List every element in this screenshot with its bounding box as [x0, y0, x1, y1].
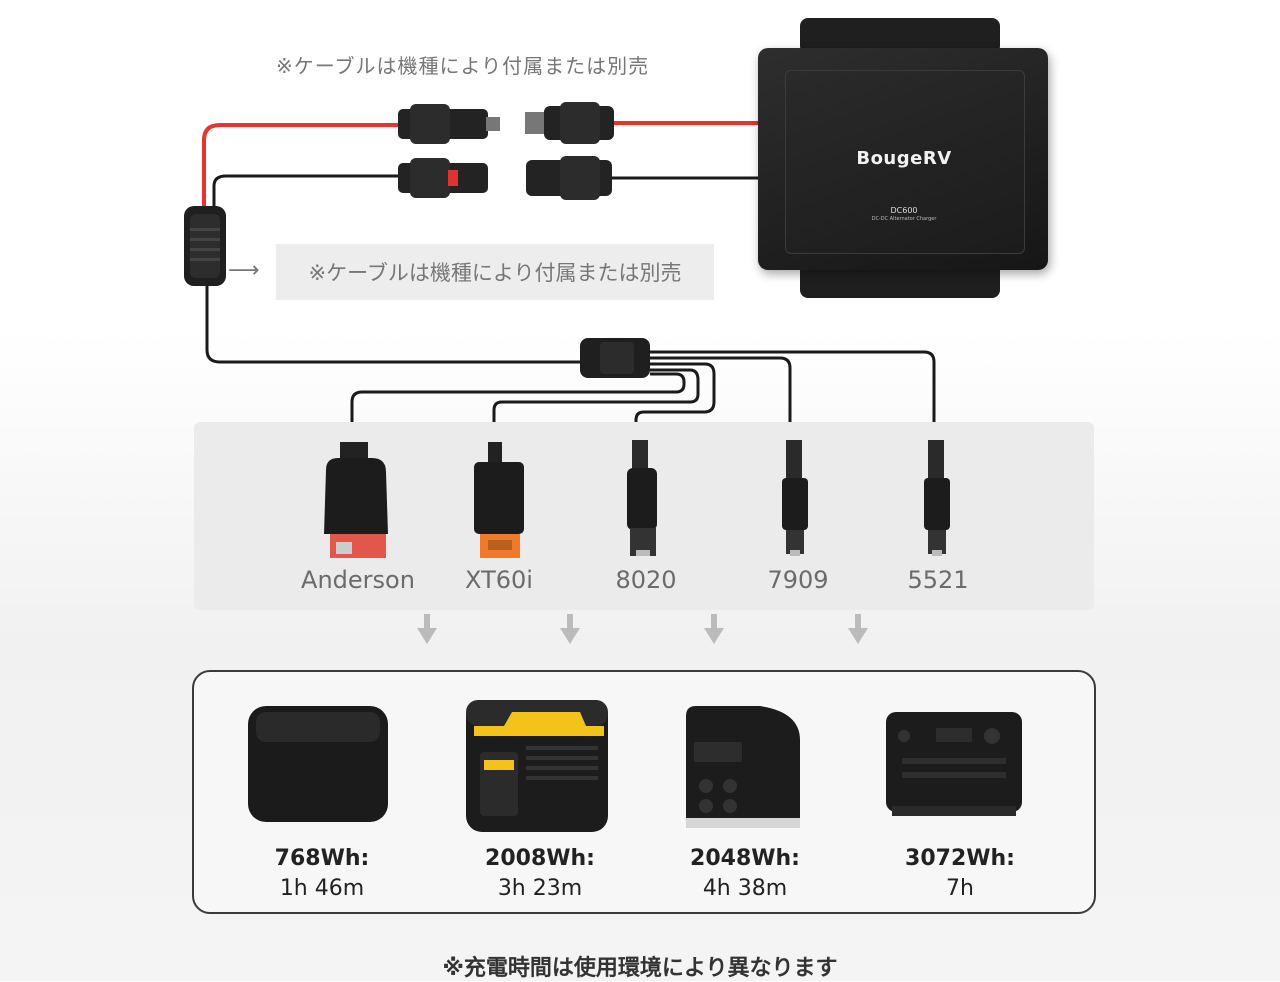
callout-arrow-icon: ⟶ [228, 258, 260, 283]
connector-label-8020: 8020 [615, 566, 677, 594]
connector-label-anderson: Anderson [301, 566, 415, 594]
mc4-connector-negative-female [526, 156, 612, 200]
down-arrow-icon [417, 614, 437, 644]
y-splitter-connector [184, 206, 226, 286]
device-front-panel [785, 70, 1025, 254]
battery-capacity-2008: 2008Wh: [485, 846, 595, 871]
charge-time-note: ※充電時間は使用環境により異なります [442, 956, 838, 981]
negative-cable-left [212, 174, 400, 210]
battery-time-2008: 3h 23m [497, 876, 583, 901]
battery-capacity-2048: 2048Wh: [690, 846, 800, 871]
down-arrow-icon [848, 614, 868, 644]
mc4-connector-positive-male [398, 104, 500, 144]
output-hub-connector [580, 338, 650, 378]
branch-cable-xt60i [492, 368, 700, 442]
anderson-connector-icon [324, 442, 388, 558]
battery-time-768: 1h 46m [279, 876, 365, 901]
cable-note-top: ※ケーブルは機種により付属または別売 [276, 54, 650, 78]
xt60i-connector-icon [474, 442, 524, 558]
5521-connector-icon [924, 440, 950, 556]
branch-cable-8020 [634, 362, 716, 442]
battery-capacity-3072: 3072Wh: [905, 846, 1015, 871]
7909-connector-icon [782, 440, 808, 556]
power-station-768wh-image [248, 706, 388, 822]
cable-note-callout: ※ケーブルは機種により付属または別売 [276, 244, 714, 300]
device-model-subtitle: DC-DC Alternator Charger [871, 216, 937, 222]
mc4-connector-negative-male [398, 158, 488, 198]
branch-cable-5521 [650, 350, 936, 442]
device-brand-logo: BougeRV [856, 148, 952, 169]
battery-time-2048: 4h 38m [702, 876, 788, 901]
connector-label-xt60i: XT60i [465, 566, 533, 594]
positive-cable-left [202, 123, 400, 210]
device-model: DC600 [890, 206, 918, 215]
power-station-3072wh-image [886, 712, 1022, 816]
power-station-2048wh-image [686, 706, 800, 828]
down-arrow-icon [704, 614, 724, 644]
power-station-2008wh-image [466, 700, 608, 832]
branch-cable-7909 [650, 356, 792, 442]
main-output-cable [205, 286, 582, 364]
mc4-connector-positive-female [525, 102, 614, 144]
8020-connector-icon [627, 440, 657, 556]
connector-label-5521: 5521 [907, 566, 969, 594]
branch-cable-anderson [350, 372, 686, 442]
down-arrow-icon [560, 614, 580, 644]
connector-label-7909: 7909 [767, 566, 829, 594]
battery-time-3072: 7h [946, 876, 974, 901]
battery-capacity-768: 768Wh: [274, 846, 370, 871]
